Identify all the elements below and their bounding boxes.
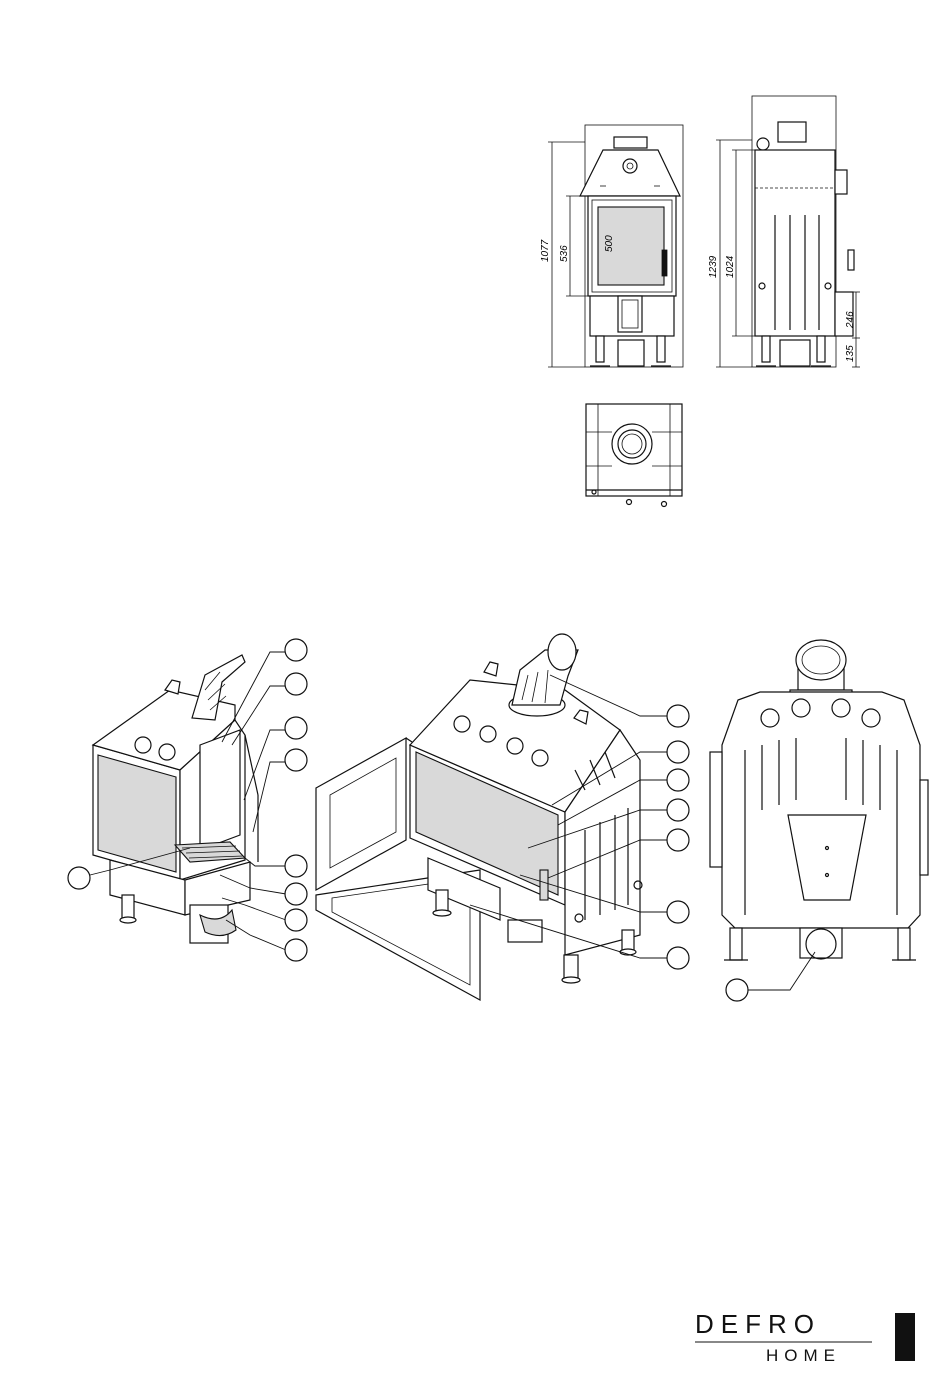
brand-line-1: DEFRO — [695, 1309, 821, 1339]
dim-side-leg: 135 — [845, 345, 856, 362]
rear-view — [710, 640, 928, 960]
callout-circle — [285, 883, 307, 905]
callout-circle — [285, 639, 307, 661]
dim-front-door: 536 — [559, 245, 570, 262]
dim-front-total: 1077 — [540, 239, 551, 262]
callout-circle — [285, 749, 307, 771]
callout-circle — [667, 829, 689, 851]
brand-logo: DEFRO HOME — [695, 1309, 915, 1365]
callout-circle — [285, 673, 307, 695]
callout-circle — [285, 717, 307, 739]
callout-circle — [285, 909, 307, 931]
callout-circle — [285, 939, 307, 961]
callout-circle — [667, 705, 689, 727]
callout-circle — [667, 947, 689, 969]
open-door-isometric-view — [316, 634, 642, 1000]
front-elevation-view: 1077 536 500 — [540, 125, 683, 367]
callout-circle — [667, 901, 689, 923]
callout-circle — [285, 855, 307, 877]
page-marker-block — [895, 1313, 915, 1361]
callout-circle — [726, 979, 748, 1001]
dim-side-lower: 246 — [845, 311, 856, 329]
brand-line-2: HOME — [766, 1346, 841, 1365]
top-view — [586, 404, 682, 507]
dim-side-body: 1024 — [725, 255, 736, 278]
dim-front-glass: 500 — [604, 235, 615, 252]
callout-circle — [667, 769, 689, 791]
callout-circle — [667, 799, 689, 821]
dim-side-total: 1239 — [708, 255, 719, 278]
callout-circle — [667, 741, 689, 763]
callout-circle — [68, 867, 90, 889]
side-elevation-view: 1239 1024 246 135 — [708, 96, 860, 367]
cutaway-isometric-view — [93, 655, 258, 943]
